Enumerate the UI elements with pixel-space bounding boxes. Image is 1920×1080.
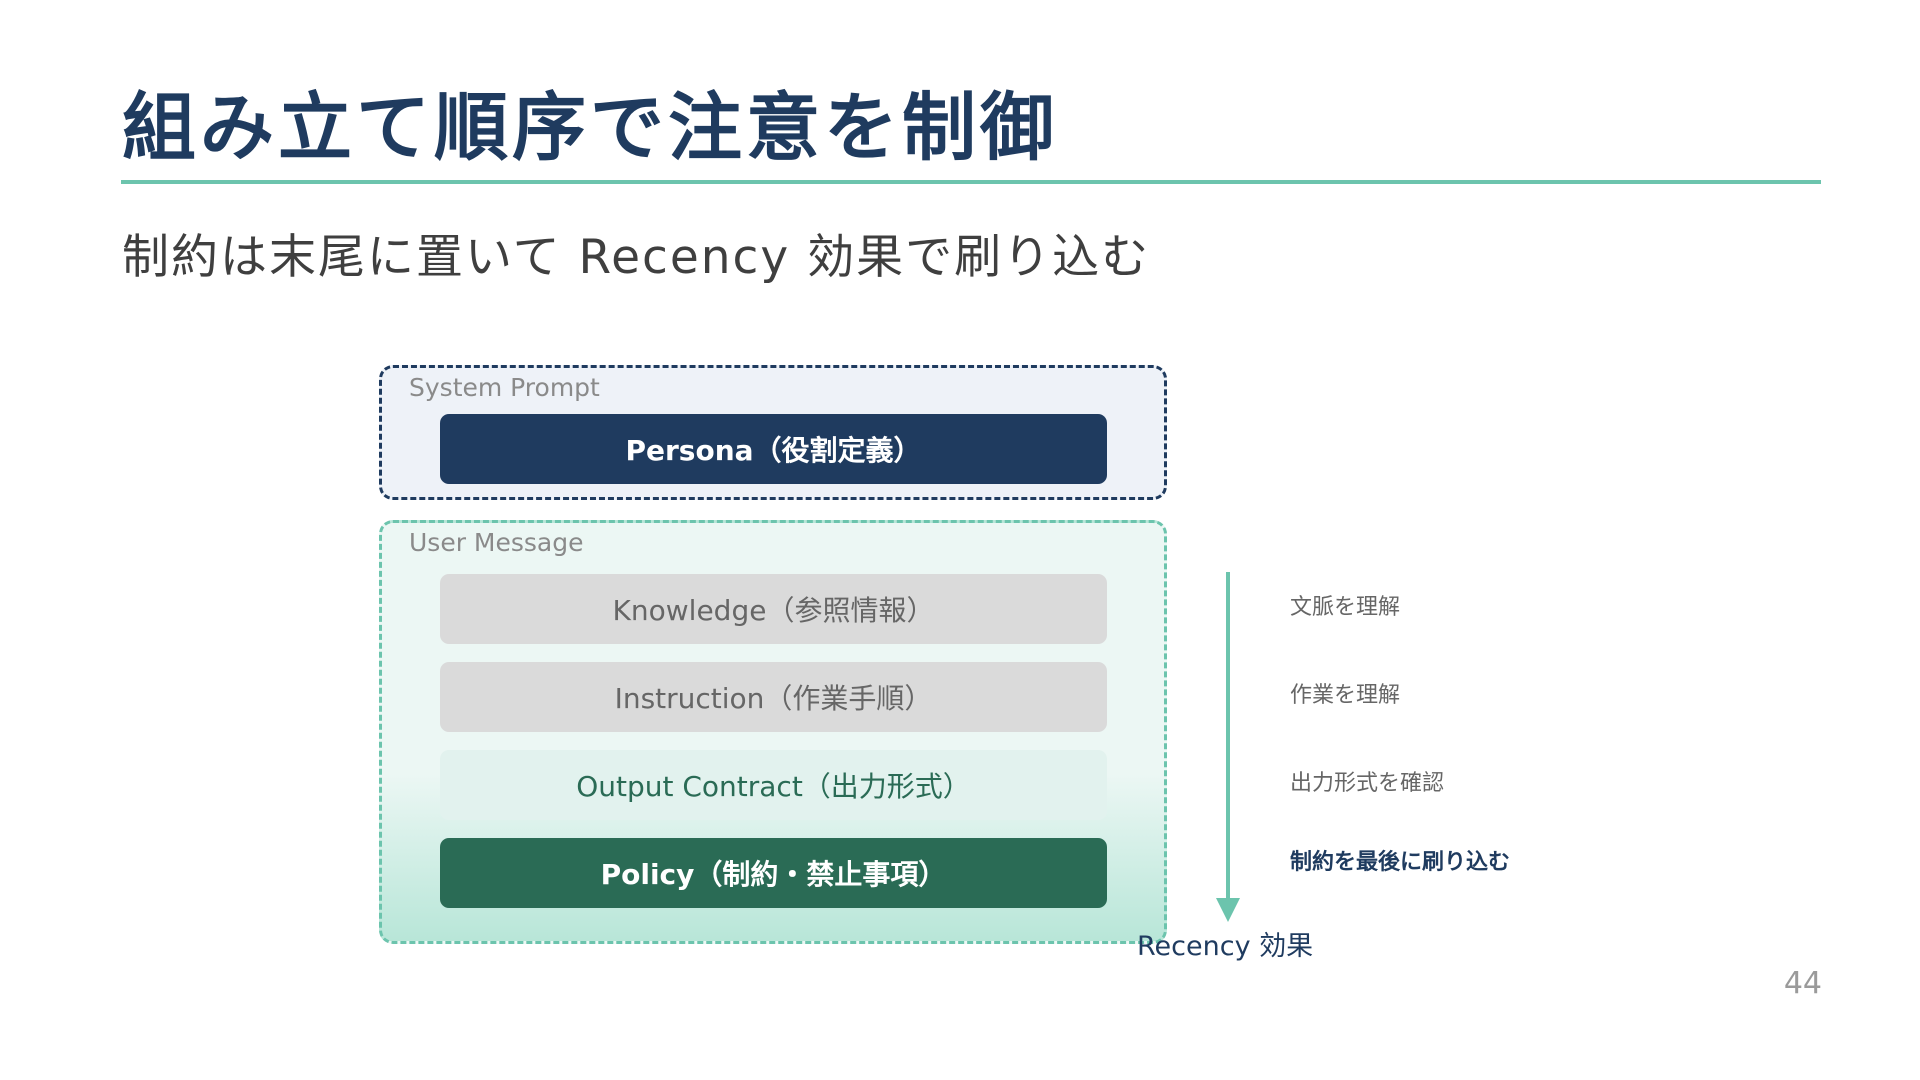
output-contract-layer: Output Contract（出力形式） bbox=[440, 750, 1107, 820]
down-arrow-icon bbox=[1216, 572, 1240, 922]
title-divider bbox=[121, 180, 1821, 184]
flow-step-task: 作業を理解 bbox=[1290, 683, 1401, 708]
slide-subtitle: 制約は末尾に置いて Recency 効果で刷り込む bbox=[122, 230, 1151, 285]
user-message-label: User Message bbox=[409, 528, 584, 557]
system-prompt-label: System Prompt bbox=[409, 373, 600, 402]
knowledge-layer: Knowledge（参照情報） bbox=[440, 574, 1107, 644]
recency-caption: Recency 効果 bbox=[1137, 931, 1314, 962]
flow-step-output: 出力形式を確認 bbox=[1290, 771, 1445, 796]
instruction-layer: Instruction（作業手順） bbox=[440, 662, 1107, 732]
flow-step-context: 文脈を理解 bbox=[1290, 595, 1401, 620]
slide-title: 組み立て順序で注意を制御 bbox=[122, 85, 1058, 171]
flow-step-policy: 制約を最後に刷り込む bbox=[1290, 850, 1511, 875]
persona-layer: Persona（役割定義） bbox=[440, 414, 1107, 484]
page-number: 44 bbox=[1783, 966, 1822, 1001]
policy-layer: Policy（制約・禁止事項） bbox=[440, 838, 1107, 908]
